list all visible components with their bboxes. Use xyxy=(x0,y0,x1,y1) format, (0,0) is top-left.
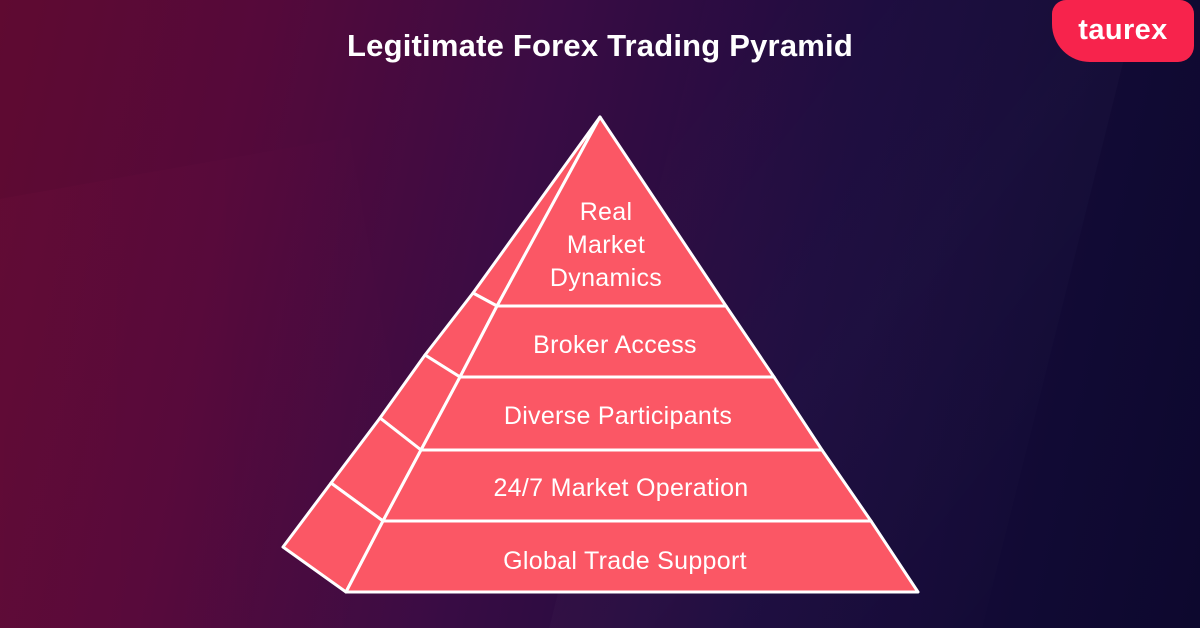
pyramid-level-5-face xyxy=(344,519,920,594)
pyramid-level-1-label-line-1: Real xyxy=(580,198,633,226)
pyramid-level-3-label: Diverse Participants xyxy=(504,402,732,430)
taurex-logo-text: taurex xyxy=(1078,13,1168,46)
pyramid-level-5-label: Global Trade Support xyxy=(503,547,747,575)
pyramid-level-1-label-line-3: Dynamics xyxy=(550,264,662,292)
pyramid-level-2-label: Broker Access xyxy=(533,331,697,359)
taurex-logo-badge: taurex xyxy=(1052,0,1194,62)
page-title: Legitimate Forex Trading Pyramid xyxy=(347,28,853,63)
pyramid-level-4-label: 24/7 Market Operation xyxy=(493,474,748,502)
pyramid-level-1-label-line-2: Market xyxy=(567,231,645,259)
